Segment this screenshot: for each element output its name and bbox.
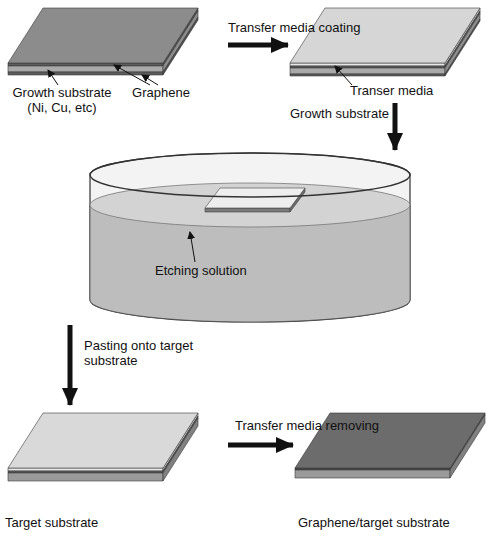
target-substrate-label: Target substrate bbox=[5, 515, 145, 530]
beaker-shape bbox=[60, 150, 420, 325]
slab-face bbox=[290, 74, 445, 76]
slab-shape bbox=[3, 405, 228, 533]
beaker-body bbox=[90, 153, 410, 322]
graphene-target-label: Graphene/target substrate bbox=[298, 515, 488, 530]
coated-slab: Transer media bbox=[288, 3, 498, 103]
film-top bbox=[205, 188, 305, 208]
growth-substrate-slab: Growth substrate (Ni, Cu, etc)Graphene bbox=[3, 3, 228, 121]
slab-face bbox=[290, 8, 480, 63]
process-arrow bbox=[393, 103, 398, 150]
leader-line bbox=[48, 70, 58, 85]
step-label: Transfer media removing bbox=[235, 418, 405, 433]
slab-face bbox=[8, 63, 163, 66]
slab-face bbox=[290, 68, 445, 74]
liquid-surface bbox=[90, 183, 410, 227]
slab-face bbox=[290, 63, 445, 66]
slab-face bbox=[8, 468, 163, 471]
graphene-label: Graphene bbox=[121, 85, 201, 100]
step-label: Transfer media coating bbox=[228, 20, 398, 35]
etching-beaker: Etching solution bbox=[60, 150, 420, 325]
slab-face bbox=[8, 473, 163, 481]
transfer-media-label: Transer media bbox=[350, 83, 470, 98]
leader-line bbox=[142, 75, 158, 85]
slab-face bbox=[8, 72, 163, 75]
process-arrow bbox=[228, 43, 288, 48]
leader-line bbox=[190, 232, 195, 262]
floating-film bbox=[205, 188, 305, 212]
leader-line bbox=[114, 65, 150, 85]
leader-line bbox=[335, 66, 352, 85]
target-substrate-slab: Target substrate bbox=[3, 405, 228, 533]
process-arrow bbox=[228, 443, 293, 448]
substrate-label: Growth substrate (Ni, Cu, etc) bbox=[6, 85, 118, 115]
slab-face bbox=[295, 470, 450, 478]
slab-face bbox=[8, 8, 198, 63]
process-arrow bbox=[68, 325, 73, 405]
beaker-rim bbox=[90, 153, 410, 197]
slab-face bbox=[8, 66, 163, 72]
film-edge bbox=[205, 208, 290, 212]
step-label: Growth substrate bbox=[281, 106, 389, 121]
step-label: Pasting onto target substrate bbox=[84, 338, 196, 368]
slab-face bbox=[8, 413, 198, 468]
etching-solution-label: Etching solution bbox=[155, 263, 285, 278]
